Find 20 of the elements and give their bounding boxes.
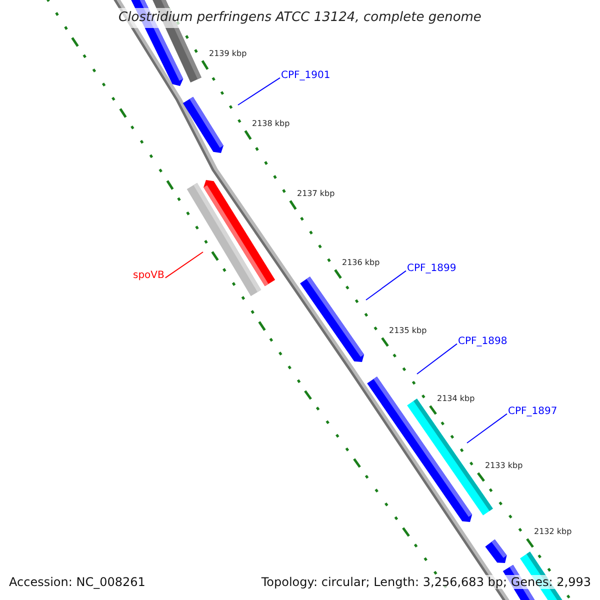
tick-label: 2132 kbp [534, 527, 572, 537]
gene-label: CPF_1899 [407, 263, 456, 275]
tick-label: 2136 kbp [342, 258, 380, 268]
tick-label: 2133 kbp [485, 461, 523, 471]
genome-info-text: Accession: NC_008261 [9, 575, 146, 589]
tick-label: 2134 kbp [437, 394, 475, 404]
leader-line [366, 270, 406, 300]
leader-line [164, 252, 204, 278]
leader-line [416, 343, 458, 374]
tick-label: 2139 kbp [209, 49, 247, 59]
gene-label: spoVB [133, 270, 164, 282]
leader-line [466, 413, 508, 444]
tick-label: 2135 kbp [389, 326, 427, 336]
tick-label: 2138 kbp [252, 119, 290, 129]
genome-info-text: Topology: circular; Length: 3,256,683 bp; Genes: 2,993 [261, 575, 591, 589]
gene-label: CPF_1898 [458, 336, 508, 348]
gene-label: CPF_1901 [281, 70, 330, 82]
gene-label: CPF_1897 [508, 406, 558, 418]
tick-label: 2137 kbp [297, 189, 335, 199]
leader-line [238, 77, 280, 106]
